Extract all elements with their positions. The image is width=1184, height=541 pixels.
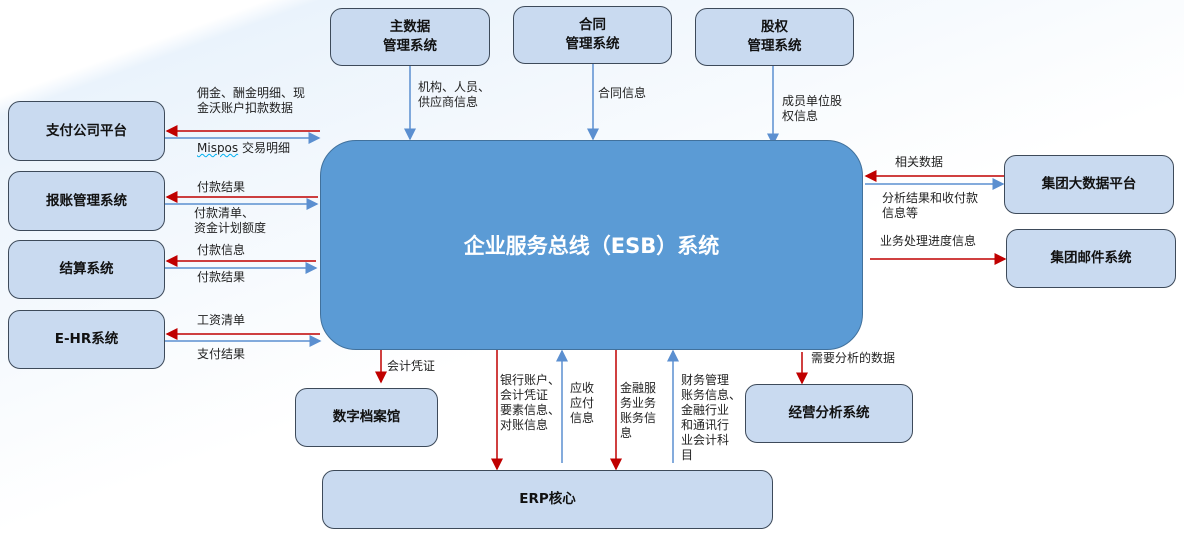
label-bigdata-in: 相关数据 [895, 155, 944, 169]
box-label: 管理系统 [565, 36, 620, 52]
label-mail-out: 业务处理进度信息 [880, 234, 977, 248]
esb-system[interactable]: 企业服务总线（ESB）系统 [320, 140, 863, 350]
box-label: 主数据 [389, 19, 431, 35]
box-label: 管理系统 [747, 38, 802, 54]
label-expense-out: 付款清单、资金计划额度 [194, 206, 267, 235]
box-label: ERP核心 [519, 491, 576, 507]
label-analysis: 需要分析的数据 [811, 351, 896, 365]
box-label: 集团邮件系统 [1050, 250, 1132, 266]
master-data-system[interactable]: 主数据管理系统 [330, 8, 490, 66]
box-label: 股权 [761, 19, 788, 35]
label-payment-out: Mispos 交易明细 [197, 141, 290, 155]
esb-title: 企业服务总线（ESB）系统 [463, 234, 720, 258]
equity-system[interactable]: 股权管理系统 [695, 8, 854, 66]
label-erp-1: 银行账户、会计凭证要素信息、对账信息 [500, 373, 561, 432]
label-ehr-out: 支付结果 [197, 347, 246, 361]
ehr-system[interactable]: E-HR系统 [8, 310, 165, 369]
mail-system[interactable]: 集团邮件系统 [1006, 229, 1176, 288]
box-label: 报账管理系统 [46, 192, 127, 209]
label-payment-in: 佣金、酬金明细、现金沃账户扣款数据 [197, 86, 306, 115]
bigdata-platform[interactable]: 集团大数据平台 [1004, 155, 1174, 214]
label-ehr-in: 工资清单 [197, 313, 246, 327]
label-contract: 合同信息 [598, 86, 647, 100]
label-bigdata-out: 分析结果和收付款信息等 [882, 191, 979, 220]
label-equity: 成员单位股权信息 [782, 94, 843, 123]
erp-core[interactable]: ERP核心 [322, 470, 773, 529]
label-expense-in: 付款结果 [197, 180, 246, 194]
business-analysis-system[interactable]: 经营分析系统 [745, 384, 913, 443]
box-label: 经营分析系统 [788, 405, 870, 421]
label-erp-4: 财务管理账务信息、金融行业和通讯行业会计科目 [681, 373, 742, 462]
label-erp-3: 金融服务业务账务信息 [620, 381, 657, 440]
box-label: 支付公司平台 [46, 122, 127, 139]
box-label: 数字档案馆 [332, 409, 401, 425]
label-archive: 会计凭证 [387, 359, 436, 373]
box-label: 集团大数据平台 [1041, 176, 1137, 192]
label-settlement-in: 付款信息 [197, 243, 246, 257]
box-label: 合同 [579, 17, 606, 33]
label-erp-2: 应收应付信息 [570, 381, 595, 425]
label-master-data: 机构、人员、供应商信息 [418, 80, 491, 109]
settlement-system[interactable]: 结算系统 [8, 240, 165, 299]
digital-archive[interactable]: 数字档案馆 [295, 388, 438, 447]
box-label: 结算系统 [59, 261, 114, 277]
expense-system[interactable]: 报账管理系统 [8, 171, 165, 231]
box-label: 管理系统 [383, 38, 437, 54]
box-label: E-HR系统 [54, 331, 119, 347]
label-settlement-out: 付款结果 [197, 270, 246, 284]
payment-platform[interactable]: 支付公司平台 [8, 101, 165, 161]
contract-system[interactable]: 合同管理系统 [513, 6, 672, 64]
